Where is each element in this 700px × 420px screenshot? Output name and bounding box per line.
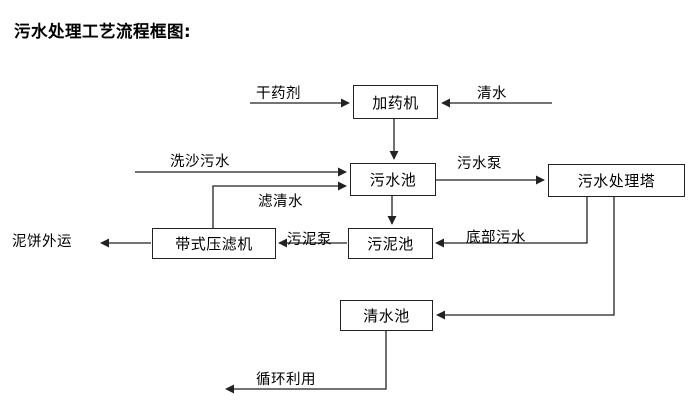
- edge-label-clean-water-in: 清水: [477, 86, 507, 102]
- node-label: 清水池: [363, 307, 410, 325]
- edge-label-mud-cake-out: 泥饼外运: [12, 234, 72, 250]
- edge-label-dry-agent: 干药剂: [256, 86, 301, 102]
- edge-label-sand-wash-sewage: 洗沙污水: [170, 154, 230, 170]
- wire-tower-to-clean-water-pool: [436, 197, 615, 320]
- node-sewage-pool[interactable]: 污水池: [350, 163, 436, 196]
- edge-label-sewage-pump: 污水泵: [457, 156, 502, 172]
- node-label: 污水处理塔: [577, 172, 656, 190]
- node-belt-filter-press[interactable]: 带式压滤机: [152, 228, 276, 259]
- node-label: 污水池: [369, 171, 417, 189]
- edge-label-sludge-pump: 污泥泵: [287, 232, 332, 248]
- edge-label-recycle-use: 循环利用: [256, 372, 316, 388]
- node-clean-water-pool[interactable]: 清水池: [340, 300, 433, 331]
- node-label: 带式压滤机: [175, 235, 253, 253]
- wire-clean-water-pool-to-recycle: [225, 331, 387, 394]
- node-treatment-tower[interactable]: 污水处理塔: [548, 164, 685, 197]
- node-label: 加药机: [372, 93, 419, 112]
- wire-filtrate-to-sewage-pool: [212, 181, 347, 228]
- wire-tower-bottom-sewage-to-sludge-pool: [435, 197, 588, 248]
- edge-label-filtrate: 滤清水: [258, 194, 303, 210]
- page-title: 污水处理工艺流程框图:: [14, 22, 192, 41]
- edge-label-bottom-sewage: 底部污水: [466, 230, 526, 246]
- node-sludge-pool[interactable]: 污泥池: [348, 228, 433, 259]
- node-dosing-machine[interactable]: 加药机: [353, 85, 438, 119]
- node-label: 污泥池: [367, 235, 414, 253]
